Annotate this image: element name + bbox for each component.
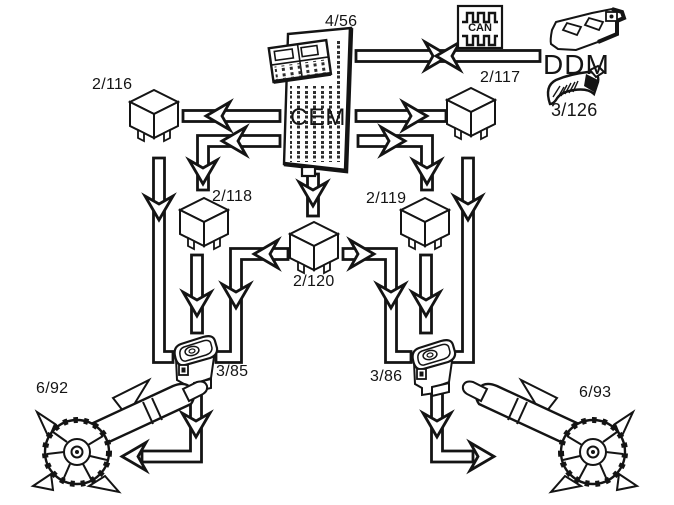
arrow-cem-to-relay117-shaft: [354, 109, 448, 123]
can-arrowhead-left: [433, 38, 464, 74]
relay-117-illustration: [446, 87, 496, 140]
arrow-relay117-to-connector86-shaft: [448, 156, 475, 364]
can-bus-icon: [456, 4, 504, 50]
arrowhead-to-relay120: [295, 178, 331, 209]
arrowhead-relay120-right-down: [373, 280, 409, 311]
arrowhead-connector86-down: [419, 409, 455, 440]
label-motor-93: 6/93: [579, 384, 612, 401]
label-cem: CEM: [290, 104, 347, 131]
relay-120-illustration: [289, 221, 339, 274]
arrowhead-to-relay118-h: [219, 123, 250, 159]
label-relay-119: 2/119: [366, 190, 407, 207]
arrowhead-relay120-left: [251, 236, 282, 272]
arrowhead-to-relay116: [203, 98, 234, 134]
relay-116-illustration: [129, 89, 179, 142]
can-square-wave-bottom: [462, 34, 498, 47]
label-relay-120: 2/120: [293, 273, 335, 290]
arrow-relay116-to-connector85-shaft: [152, 156, 175, 364]
arrow-cem-to-relay116-shaft: [181, 109, 282, 123]
cem-foot-tab: [300, 165, 317, 178]
arrowhead-to-relay119-h: [377, 123, 408, 159]
ddm-connector-3126-illustration: [546, 64, 606, 106]
arrowhead-to-relay117: [399, 98, 430, 134]
arrowhead-to-motor92: [119, 438, 150, 475]
cem-top-connector-block: [267, 38, 333, 84]
label-relay-117: 2/117: [480, 69, 521, 86]
label-connector-86: 3/86: [370, 368, 403, 385]
arrowhead-relay118-down: [179, 288, 215, 319]
relay-118-illustration: [179, 197, 229, 250]
can-square-wave-top: [462, 11, 498, 24]
arrowhead-relay120-left-down: [218, 280, 254, 311]
arrow-heads: [119, 38, 497, 475]
label-relay-116: 2/116: [92, 76, 133, 93]
arrow-relay119-to-connector86-shaft: [419, 253, 433, 335]
arrowhead-connector85-down: [178, 409, 214, 440]
connector-86-illustration: [411, 339, 457, 398]
arrowhead-to-relay119-v: [409, 156, 445, 187]
relay-119-illustration: [400, 197, 450, 250]
cem-module-illustration: [267, 26, 354, 178]
arrowhead-relay116-down: [141, 192, 177, 223]
label-cem-ref: 4/56: [325, 13, 358, 30]
label-can: CAN: [468, 22, 492, 34]
arrowhead-relay120-right: [346, 236, 377, 272]
ddm-switch-pack-illustration: [549, 7, 627, 52]
arrowhead-to-motor93: [466, 438, 497, 475]
arrowhead-to-relay118-v: [185, 156, 221, 187]
arrowhead-relay119-down: [408, 288, 444, 319]
label-connector-85: 3/85: [216, 363, 249, 380]
arrowhead-relay117-down: [450, 192, 486, 223]
label-ddm: DDM: [543, 49, 610, 80]
label-ddm-connector-ref: 3/126: [551, 100, 598, 120]
label-motor-92: 6/92: [36, 380, 69, 397]
arrow-relay118-to-connector85-shaft: [190, 253, 204, 335]
label-relay-118: 2/118: [212, 188, 253, 205]
